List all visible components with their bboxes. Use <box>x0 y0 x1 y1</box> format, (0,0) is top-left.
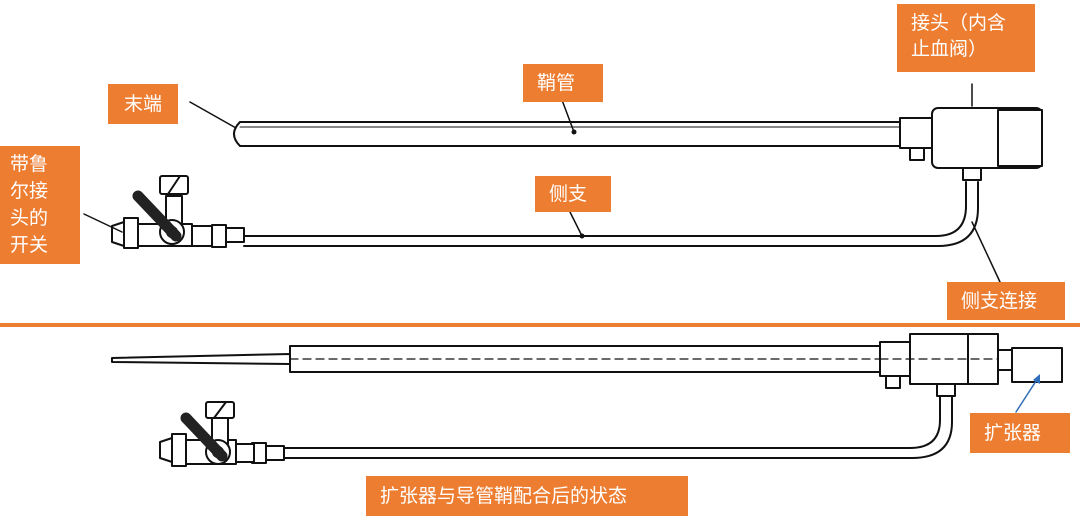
label-hub-line-2: 止血阀） <box>911 38 988 60</box>
label-stopcock-line-2: 尔接 <box>10 180 49 202</box>
hub-bottom <box>879 333 1011 397</box>
label-tip-text: 末端 <box>124 93 163 115</box>
dilator-hub-bottom <box>997 347 1063 383</box>
hub-top <box>899 107 1043 181</box>
label-side-arm-connection-text: 侧支连接 <box>961 290 1038 312</box>
label-hub-line-1: 接头（内含 <box>911 12 1007 34</box>
label-stopcock-line-3: 头的 <box>10 207 49 229</box>
label-stopcock: 带鲁 尔接 头的 开关 <box>0 146 80 264</box>
label-dilator-text: 扩张器 <box>984 422 1042 444</box>
dilator-pointer <box>1015 377 1039 413</box>
side-arm-tube-top <box>243 181 979 247</box>
label-side-arm-text: 侧支 <box>549 183 588 205</box>
section-divider <box>0 323 1080 327</box>
label-dilator: 扩张器 <box>970 413 1070 453</box>
sheath-tube-top <box>233 121 903 147</box>
side-arm-tube-bottom <box>283 395 953 459</box>
label-sheath: 鞘管 <box>523 64 603 102</box>
label-tip: 末端 <box>108 84 178 124</box>
label-hub: 接头（内含 止血阀） <box>897 4 1035 72</box>
caption-text: 扩张器与导管鞘配合后的状态 <box>380 485 628 507</box>
pointer-lines-top <box>83 83 1001 283</box>
label-stopcock-line-4: 开关 <box>10 234 49 256</box>
caption: 扩张器与导管鞘配合后的状态 <box>366 476 688 516</box>
stopcock-top <box>111 175 245 249</box>
label-side-arm: 侧支 <box>535 176 611 212</box>
stopcock-bottom <box>159 401 285 467</box>
label-stopcock-line-1: 带鲁 <box>10 153 49 175</box>
label-side-arm-connection: 侧支连接 <box>947 282 1065 320</box>
dilator-tip-bottom <box>111 353 291 365</box>
label-sheath-text: 鞘管 <box>537 72 576 94</box>
